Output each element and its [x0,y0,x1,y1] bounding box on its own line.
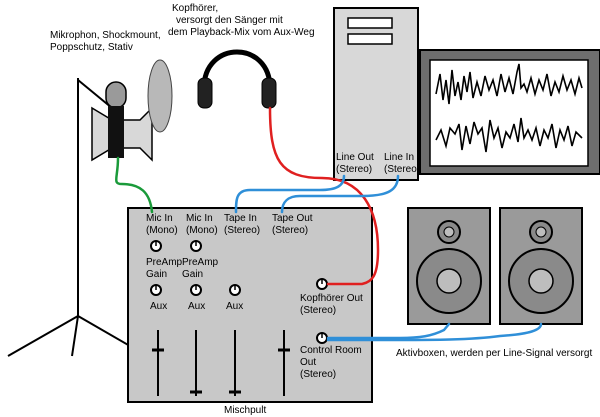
tape-out-label: (Stereo) [272,225,308,236]
aux-3-label: Aux [226,301,243,312]
aux-knob-3[interactable] [229,284,241,296]
mic-grille [105,81,127,109]
control-room-knob[interactable] [316,332,328,344]
tape-in-cable [234,174,346,214]
headphones-out-label: (Stereo) [300,305,336,316]
headphones-label: versorgt den Sänger mit [176,15,283,26]
headphones [197,49,277,109]
tape-in-label: (Stereo) [224,225,260,236]
control-room-label: (Stereo) [300,369,336,380]
mixer [127,207,373,403]
mic-in-2-label: (Mono) [186,225,218,236]
fader-1[interactable] [152,330,164,396]
pc-line-out-label: (Stereo) [336,164,372,175]
preamp-gain-1-label: PreAmp [146,257,183,268]
aux-knob-2[interactable] [190,284,202,296]
control-room-cable-right [326,322,543,342]
drive-bay-1 [347,17,393,29]
headphones-out-label: Kopfhörer Out [300,293,363,304]
headphone-cable [268,106,380,286]
fader-master[interactable] [278,330,290,396]
speakers-caption: Aktivboxen, werden per Line-Signal verso… [396,348,592,359]
headphone-out-knob[interactable] [316,278,328,290]
tape-out-label: Tape Out [272,213,313,224]
control-room-label: Out [300,357,316,368]
mic-label: Poppschutz, Stativ [50,42,133,53]
microphone [91,59,173,162]
fader-2[interactable] [190,330,202,396]
aux-1-label: Aux [150,301,167,312]
mic-in-1-label: (Mono) [146,225,178,236]
headphones-label: dem Playback-Mix vom Aux-Weg [168,27,315,38]
pc-line-in-label: Line In [384,152,414,163]
preamp-gain-1-label: Gain [146,269,167,280]
tape-out-cable [280,174,400,214]
tape-in-label: Tape In [224,213,257,224]
pc-line-in-label: (Stereo) [384,164,420,175]
monitor [419,49,600,175]
drive-bay-2 [347,33,393,45]
mic-stand [7,78,131,357]
preamp-gain-knob-2[interactable] [190,240,202,252]
pc-line-out-label: Line Out [336,152,374,163]
speaker-left [407,207,491,325]
aux-knob-1[interactable] [150,284,162,296]
waveform-1 [435,63,583,105]
mic-body [108,106,124,158]
waveform-2 [435,117,583,153]
speaker-right [499,207,583,325]
control-room-label: Control Room [300,345,362,356]
mic-in-1-label: Mic In [146,213,173,224]
preamp-gain-2-label: PreAmp [182,257,219,268]
computer-tower [333,7,419,181]
mic-label: Mikrophon, Shockmount, [50,30,161,41]
aux-2-label: Aux [188,301,205,312]
control-room-cable-left [326,322,451,340]
pop-filter [147,59,173,133]
preamp-gain-knob-1[interactable] [150,240,162,252]
preamp-gain-2-label: Gain [182,269,203,280]
mic-in-2-label: Mic In [186,213,213,224]
mixer-caption: Mischpult [224,405,266,416]
mic-cable [115,156,154,214]
fader-3[interactable] [229,330,241,396]
headphones-label: Kopfhörer, [172,3,218,14]
